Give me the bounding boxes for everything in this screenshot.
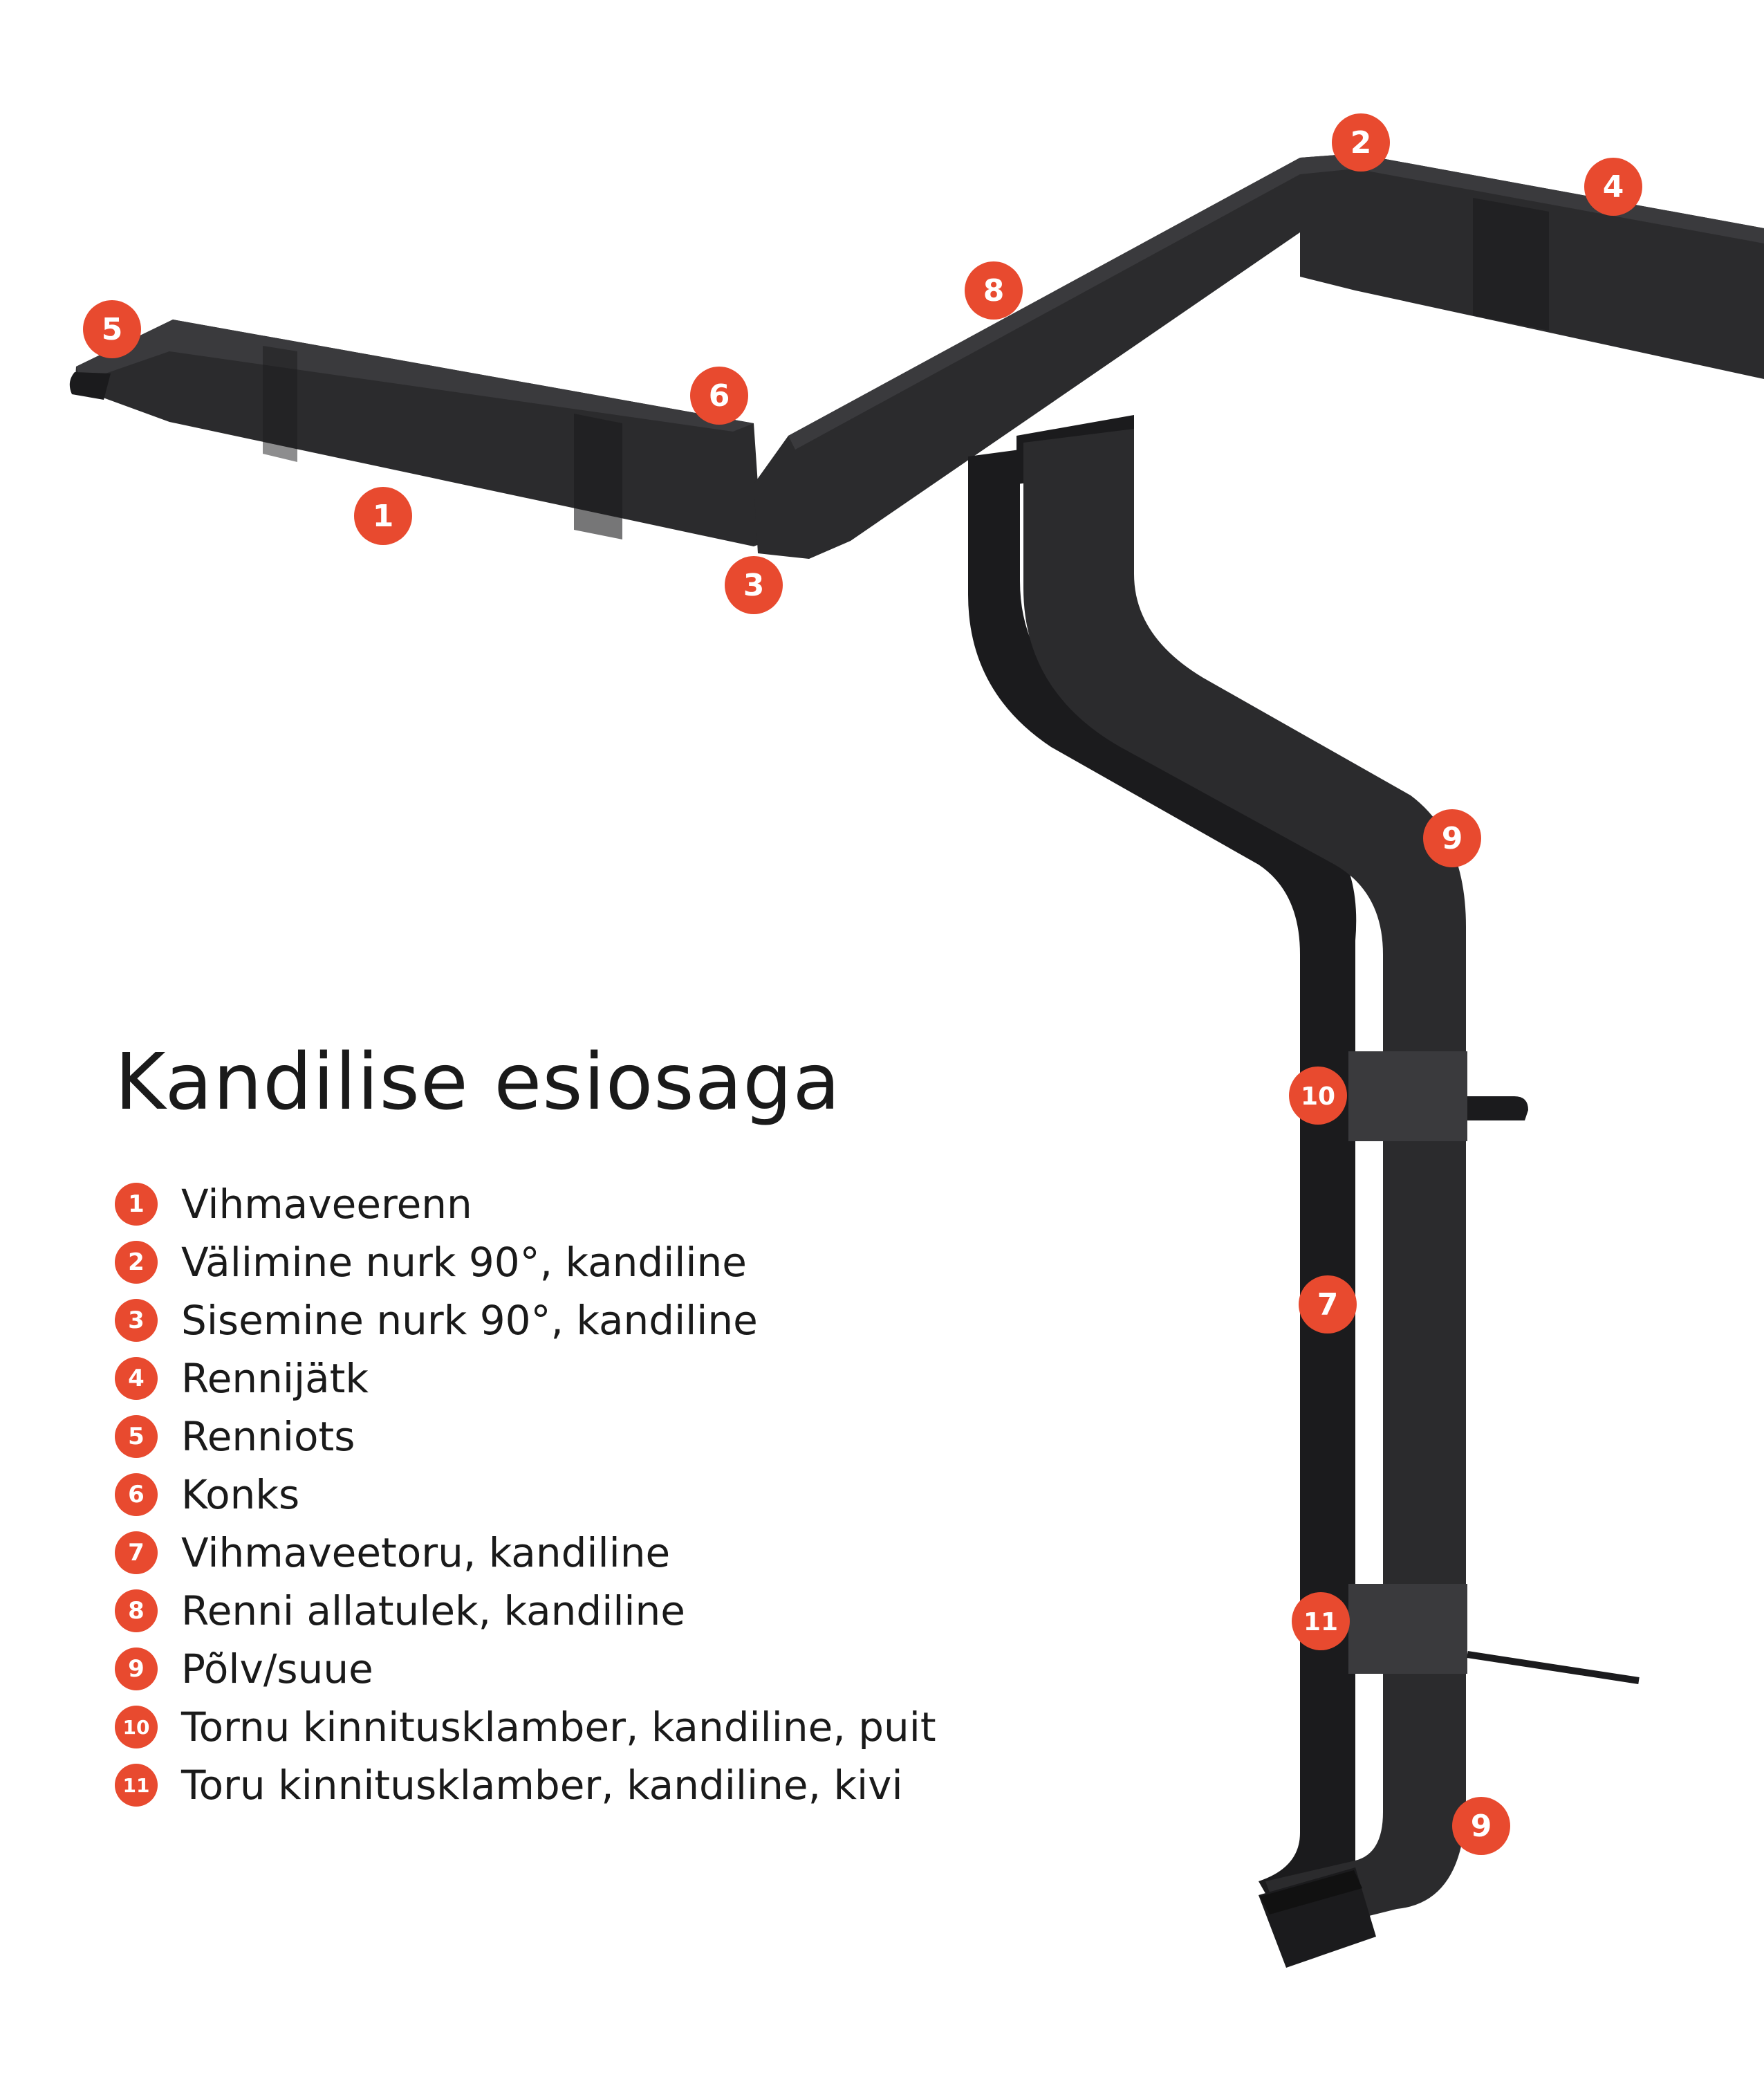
callout-10-circle [1289,1067,1347,1125]
callout-3-number: 3 [743,568,765,603]
callout-7: 7 [1299,1275,1357,1333]
gutter-joint-left-2 [263,346,297,462]
callout-11-circle [1292,1592,1350,1650]
callout-1: 1 [354,487,412,545]
legend-number-badge: 2 [115,1241,158,1284]
callout-8-circle [965,261,1023,320]
callout-3: 3 [725,556,783,614]
downpipe [1023,429,1466,1937]
callout-6-circle [690,367,748,425]
callout-6-number: 6 [709,378,730,414]
callout-2-circle [1332,113,1390,172]
callout-2-number: 2 [1350,125,1372,160]
legend-label: Toru kinnitusklamber, kandiline, kivi [181,1762,903,1809]
legend-item: 8 Renni allatulek, kandiline [115,1587,685,1635]
legend-number-badge: 10 [115,1706,158,1748]
callout-7-circle [1299,1275,1357,1333]
callout-9: 9 [1452,1797,1510,1855]
legend-number-badge: 4 [115,1357,158,1400]
legend-item: 10 Tornu kinnitusklamber, kandiline, puit [115,1703,936,1751]
legend-item: 6 Konks [115,1470,299,1519]
callout-4-circle [1584,158,1642,216]
legend-label: Vihmaveetoru, kandiline [181,1529,671,1576]
legend-label: Rennijätk [181,1355,369,1402]
callout-3-circle [725,556,783,614]
callout-5-number: 5 [102,312,123,347]
callout-6: 6 [690,367,748,425]
callout-9-number: 9 [1442,821,1463,856]
legend-label: Põlv/suue [181,1645,373,1692]
clamp-stone [1348,1584,1467,1674]
callout-9-number: 9 [1471,1809,1492,1844]
legend-number-badge: 5 [115,1415,158,1458]
callout-8-number: 8 [983,273,1005,308]
callout-10: 10 [1289,1067,1347,1125]
legend-label: Tornu kinnitusklamber, kandiline, puit [181,1704,936,1751]
legend-label: Renniots [181,1413,355,1460]
legend-item: 1 Vihmaveerenn [115,1180,472,1228]
legend-item: 2 Välimine nurk 90°, kandiline [115,1238,747,1286]
legend-number-badge: 9 [115,1648,158,1690]
gutter-parts [69,154,1764,1968]
gutter-right-top [1300,154,1764,243]
callout-4: 4 [1584,158,1642,216]
clamp-stone-screw [1467,1651,1640,1684]
callout-5-circle [83,300,141,358]
legend-item: 11 Toru kinnitusklamber, kandiline, kivi [115,1761,903,1809]
legend-item: 3 Sisemine nurk 90°, kandiline [115,1296,758,1345]
gutter-joint-right [1473,198,1549,331]
legend-item: 5 Renniots [115,1412,355,1461]
gutter-left [75,320,809,546]
callout-4-number: 4 [1603,169,1624,205]
legend-number-badge: 3 [115,1299,158,1342]
legend-number-badge: 8 [115,1589,158,1632]
legend-number-badge: 1 [115,1183,158,1226]
callout-11: 11 [1292,1592,1350,1650]
callout-10-number: 10 [1301,1082,1335,1111]
legend-number-badge: 11 [115,1764,158,1807]
diagram-title: Kandilise esiosaga [115,1037,842,1127]
legend-label: Välimine nurk 90°, kandiline [181,1239,747,1286]
callout-9: 9 [1423,809,1481,867]
clamp-wood-hook [1467,1096,1528,1120]
gutter-joint-left [574,414,622,539]
callout-5: 5 [83,300,141,358]
legend-item: 7 Vihmaveetoru, kandiline [115,1529,670,1577]
legend-label: Vihmaveerenn [181,1181,472,1228]
gutter-middle-top [788,158,1300,450]
legend-item: 9 Põlv/suue [115,1645,373,1693]
gutter-middle [754,158,1300,559]
legend-number-badge: 6 [115,1473,158,1516]
callout-8: 8 [965,261,1023,320]
gutter-end-cap [69,372,111,400]
legend-label: Konks [181,1471,300,1518]
callout-9-circle [1452,1797,1510,1855]
callout-markers: 1 2 3 4 5 6 7 8 9 9 10 11 [83,113,1642,1855]
legend-label: Sisemine nurk 90°, kandiline [181,1297,758,1344]
callout-7-number: 7 [1317,1287,1339,1322]
callout-1-circle [354,487,412,545]
downpipe-shoe-opening [1260,1870,1362,1914]
clamp-wood [1348,1051,1467,1141]
callout-11-number: 11 [1303,1608,1338,1636]
callout-2: 2 [1332,113,1390,172]
callout-9-circle [1423,809,1481,867]
gutter-left-top [76,320,754,432]
legend-number-badge: 7 [115,1531,158,1574]
callout-1-number: 1 [373,499,394,534]
legend-label: Renni allatulek, kandiline [181,1587,685,1634]
legend-item: 4 Rennijätk [115,1354,369,1403]
